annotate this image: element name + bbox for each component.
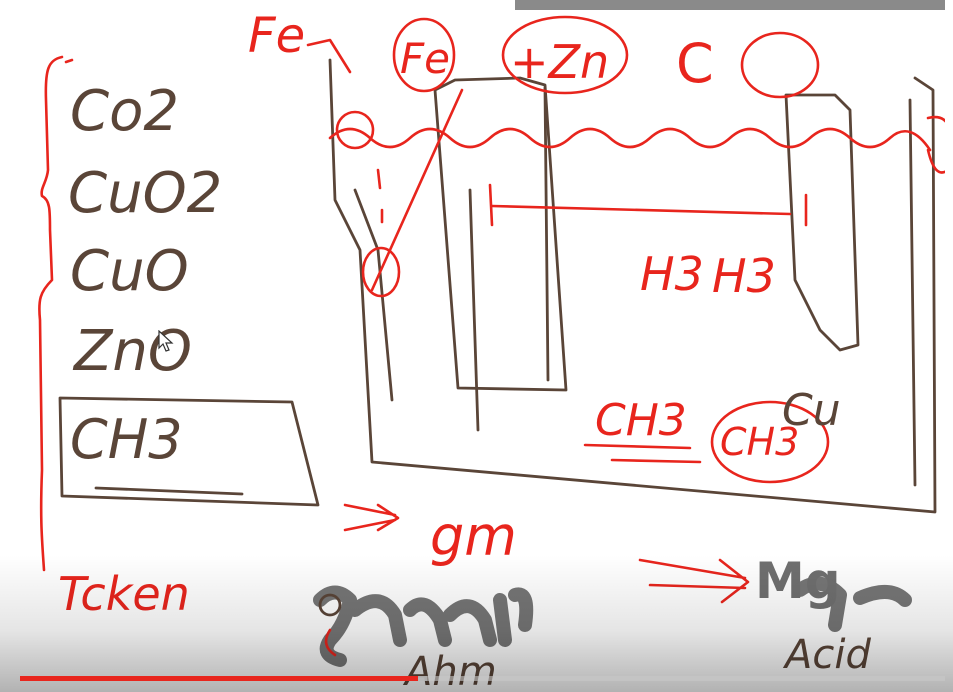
- right-margin: [945, 0, 953, 692]
- progress-played: [20, 676, 418, 681]
- chem-cuo: CuO: [70, 239, 189, 304]
- label-fe: Fe: [248, 8, 305, 64]
- label-cu: Cu: [782, 385, 841, 436]
- chem-cuo2: CuO2: [68, 161, 222, 226]
- arrow-2: [638, 558, 750, 604]
- label-ch3-a: CH3: [595, 395, 687, 446]
- left-margin: [0, 0, 20, 692]
- chem-ch3: CH3: [70, 408, 183, 471]
- circle-zn: [501, 15, 629, 95]
- label-zn: +Zn: [510, 35, 609, 89]
- circle-fe: [392, 17, 456, 93]
- top-overlay-bar: [515, 0, 953, 10]
- note-ahm: Ahm: [402, 649, 497, 692]
- note-gm: gm: [430, 505, 517, 568]
- label-ch3-b: CH3: [720, 420, 799, 464]
- label-h3-sup: H3: [712, 249, 776, 303]
- arrow-1: [343, 503, 400, 532]
- circle-ch3: [710, 400, 830, 484]
- chem-list: Co2 CuO2 CuO ZnO CH3: [68, 79, 222, 471]
- gray-scribble: [313, 585, 534, 667]
- mouse-cursor-icon: [158, 330, 174, 352]
- liquid-wave: [328, 127, 932, 152]
- container: [328, 58, 937, 514]
- label-fe-circled: Fe: [400, 34, 450, 83]
- chem-zno: ZnO: [72, 319, 192, 384]
- progress-bar[interactable]: [20, 676, 945, 681]
- chem-co2: Co2: [70, 79, 179, 144]
- electrode-right: [784, 93, 860, 352]
- electrode-left: [433, 76, 568, 392]
- label-c: C: [676, 32, 714, 95]
- note-acid: Acid: [782, 632, 871, 678]
- label-h3: H3: [640, 247, 704, 301]
- circle-c: [740, 31, 820, 99]
- note-teken: Tcken: [58, 567, 190, 621]
- ch3-box: [58, 396, 320, 507]
- left-bracket: [38, 55, 64, 572]
